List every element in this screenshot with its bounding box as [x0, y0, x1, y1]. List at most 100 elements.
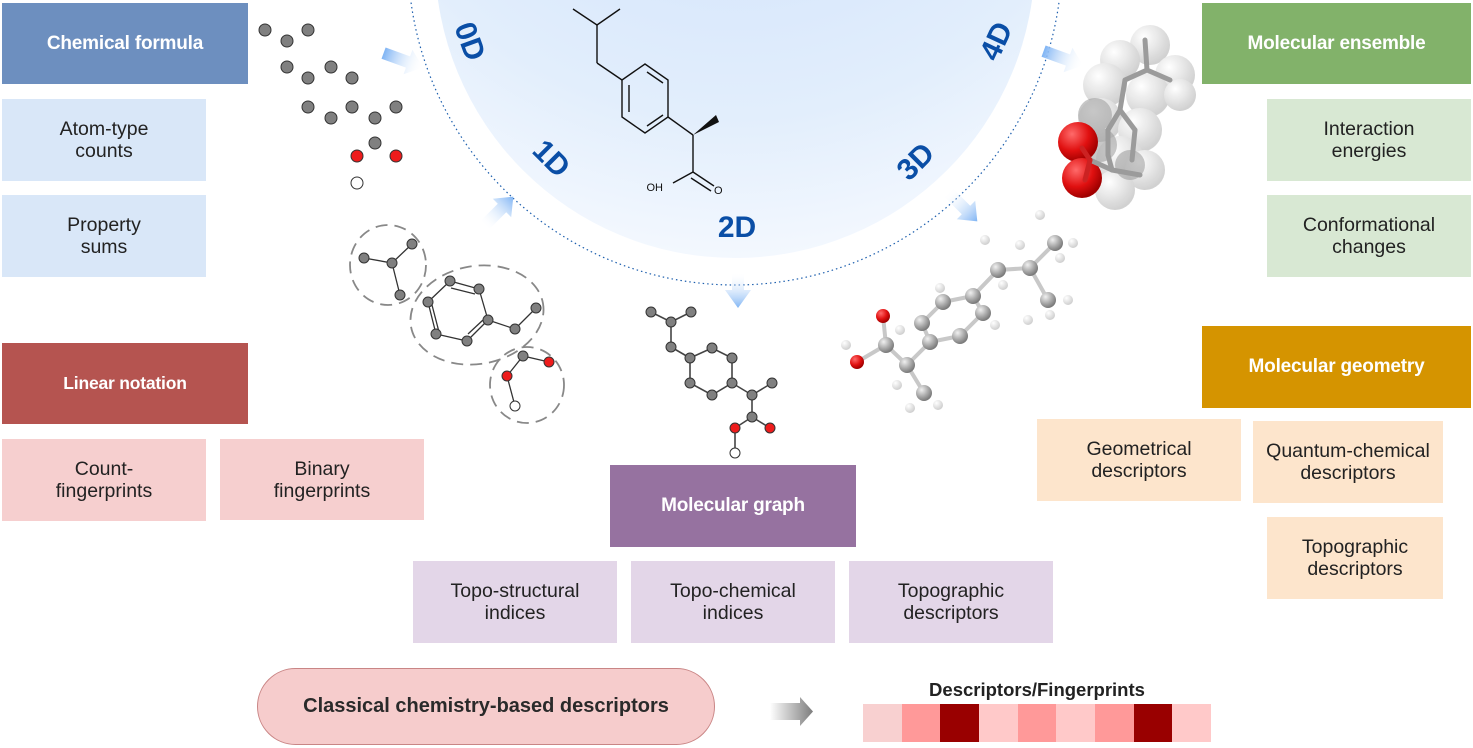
carbon-atom — [1040, 292, 1056, 308]
category-chemical-formula: Chemical formula — [2, 3, 248, 84]
carbon-atom — [916, 385, 932, 401]
oxygen-sphere — [1058, 122, 1098, 162]
carbon-atom — [473, 283, 485, 295]
oxygen-atom — [501, 370, 513, 382]
hydrogen-atom — [935, 283, 945, 293]
fingerprint-cell — [979, 704, 1018, 742]
category-molecular-graph: Molecular graph — [610, 465, 856, 547]
hydrogen-atom — [1045, 310, 1055, 320]
carbon-atom — [684, 352, 696, 364]
molecular-graph-drawing — [645, 306, 778, 459]
carbon-atom — [386, 257, 398, 269]
carbon-atom — [345, 71, 359, 85]
fingerprint-title: Descriptors/Fingerprints — [929, 679, 1145, 700]
carbon-atom — [280, 34, 294, 48]
carbon-atom — [406, 238, 418, 250]
fragment-circle — [409, 264, 545, 366]
hydrogen-atom — [905, 403, 915, 413]
hydrogen-atom — [998, 280, 1008, 290]
hydrogen-atom — [729, 447, 741, 459]
oxygen-atom — [876, 309, 890, 323]
wedge-bond — [693, 115, 719, 135]
hydrogen-atom — [509, 400, 521, 412]
carbon-atom — [899, 357, 915, 373]
carbon-atom — [530, 302, 542, 314]
item-binary-fingerprints: Binary fingerprints — [220, 439, 424, 520]
hydrogen-atom — [1023, 315, 1033, 325]
arrow-3d-icon — [943, 187, 978, 222]
fragment-circle — [489, 346, 565, 424]
oxygen-atom — [543, 356, 555, 368]
carbon-atom — [965, 288, 981, 304]
oxygen-atom — [764, 422, 776, 434]
oh-label: OH — [647, 182, 664, 194]
item-conformational-changes: Conformational changes — [1267, 195, 1471, 277]
carbon-atom — [358, 252, 370, 264]
fragment-circle — [349, 224, 427, 306]
hydrogen-atom — [1063, 295, 1073, 305]
hydrogen-atom — [1035, 210, 1045, 220]
carbon-atom — [430, 328, 442, 340]
arrow-4d-icon — [1041, 45, 1084, 73]
oxygen-atom — [389, 149, 403, 163]
carbon-atom — [301, 71, 315, 85]
item-atom-type-counts: Atom-type counts — [2, 99, 206, 181]
hydrogen-atom — [980, 235, 990, 245]
item-topographic-descriptors-graph: Topographic descriptors — [849, 561, 1053, 643]
item-property-sums: Property sums — [2, 195, 206, 277]
carbon-atom — [394, 289, 406, 301]
carbon-atom — [990, 262, 1006, 278]
hydrogen-atom — [990, 320, 1000, 330]
hydrogen-atom — [1068, 238, 1078, 248]
item-quantum-chemical-descriptors: Quantum-chemical descriptors — [1253, 421, 1443, 503]
fingerprint-cell — [901, 704, 941, 742]
carbon-atom — [461, 335, 473, 347]
fingerprint-bar — [863, 704, 1212, 742]
carbon-atom — [684, 377, 696, 389]
carbon-atom — [258, 23, 272, 37]
oxygen-atom — [350, 149, 364, 163]
carbon-atom — [1047, 235, 1063, 251]
carbon-atom — [746, 411, 758, 423]
carbon-atom — [665, 316, 677, 328]
fingerprint-cell — [863, 704, 902, 742]
oxygen-atom — [729, 422, 741, 434]
fingerprint-cell — [940, 704, 980, 742]
carbon-atom — [280, 60, 294, 74]
oxygen-sphere — [1062, 158, 1102, 198]
oxygen-atom — [850, 355, 864, 369]
carbon-atom — [444, 275, 456, 287]
atom-count-dots — [258, 23, 403, 190]
skeletal-formula — [572, 8, 715, 192]
carbon-atom — [952, 328, 968, 344]
item-topographic-descriptors-geometry: Topographic descriptors — [1267, 517, 1443, 599]
center-gradient-circle — [438, 0, 1032, 258]
carbon-atom — [324, 60, 338, 74]
carbon-atom — [706, 342, 718, 354]
classical-descriptors-pill: Classical chemistry-based descriptors — [257, 668, 715, 745]
carbon-atom — [685, 306, 697, 318]
carbon-atom — [914, 315, 930, 331]
arrow-0d-icon — [381, 47, 424, 75]
o-label: O — [714, 185, 723, 197]
carbon-atom — [706, 389, 718, 401]
category-linear-notation: Linear notation — [2, 343, 248, 424]
carbon-atom — [517, 350, 529, 362]
carbon-atom — [368, 136, 382, 150]
carbon-atom — [482, 314, 494, 326]
carbon-atom — [935, 294, 951, 310]
fingerprint-cell — [1095, 704, 1134, 742]
category-molecular-ensemble: Molecular ensemble — [1202, 3, 1471, 84]
category-molecular-geometry: Molecular geometry — [1202, 326, 1471, 408]
carbon-atom — [645, 306, 657, 318]
space-filling-model — [1058, 25, 1196, 210]
right-arrow-icon — [770, 697, 813, 726]
carbon-atom — [345, 100, 359, 114]
carbon-atom — [368, 111, 382, 125]
direction-arrows — [381, 45, 1084, 308]
carbon-atom — [665, 341, 677, 353]
carbon-atom — [726, 377, 738, 389]
carbon-atom — [422, 296, 434, 308]
item-count-fingerprints: Count- fingerprints — [2, 439, 206, 521]
